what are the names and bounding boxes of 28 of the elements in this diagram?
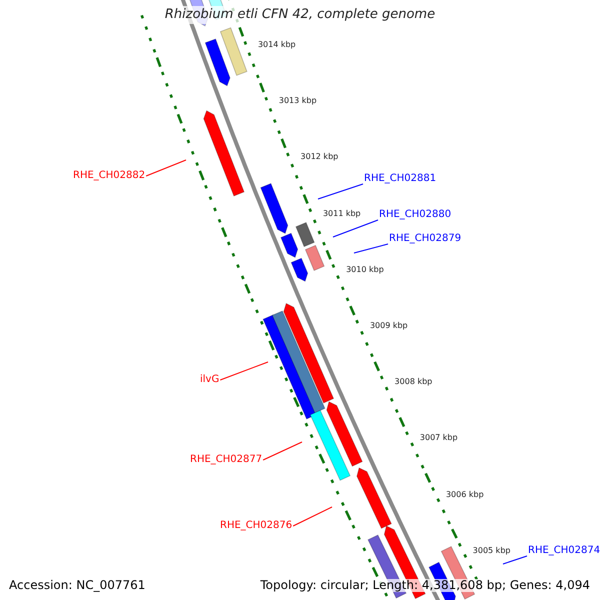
leader-line [502,556,528,564]
gene-label: RHE_CH02880 [379,209,452,221]
leader-line [354,244,388,254]
leader-line [146,160,186,176]
gene-label: RHE_CH02876 [220,520,292,532]
tick-label: 3007 kbp [420,433,458,444]
accession-text: Accession: NC_007761 [9,579,146,592]
gene-label: RHE_CH02881 [364,173,436,185]
tick-label: 3013 kbp [278,96,317,106]
gene-label: RHE_CH02874 [528,545,600,557]
gene-label: ilvG [200,374,220,386]
tick-label: 3012 kbp [300,152,338,162]
leader-line [220,362,268,380]
tick-label: 3011 kbp [322,208,361,219]
genome-info-text: Topology: circular; Length: 4,381,608 bp; Genes: 4,094 [260,579,590,592]
leader-line [262,442,302,460]
leader-line [292,506,332,526]
tick-label: 3010 kbp [346,264,384,275]
gene-label: RHE_CH02879 [389,233,462,245]
tick-label: 3006 kbp [446,490,484,500]
tick-label: 3005 kbp [472,546,510,556]
leader-line [318,184,364,200]
tick-label: 3014 kbp [258,40,296,50]
gene-label: RHE_CH02882 [73,170,146,182]
tick-label: 3009 kbp [370,321,408,331]
gene-label: RHE_CH02877 [190,454,262,466]
leader-line [332,220,378,238]
tick-label: 3008 kbp [394,377,432,388]
